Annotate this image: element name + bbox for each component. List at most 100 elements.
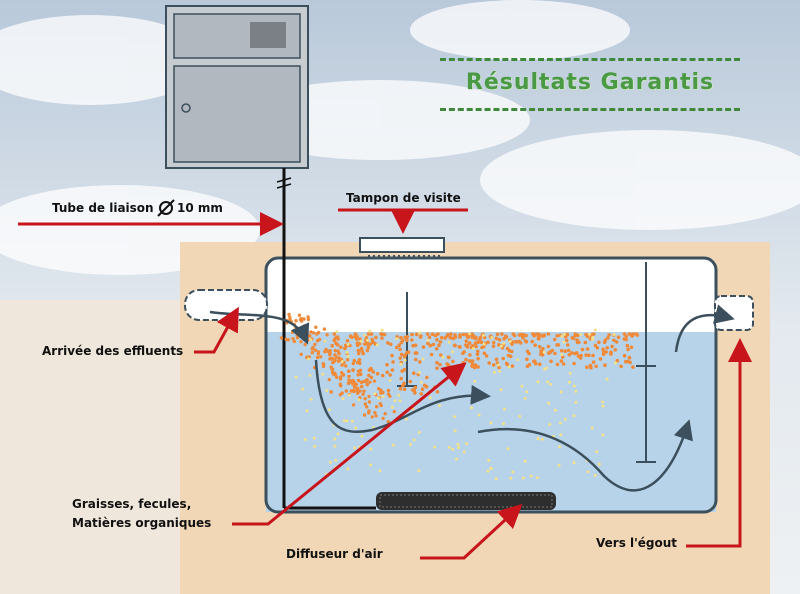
particle: [482, 344, 486, 349]
particles-grease-layer: [279, 312, 640, 424]
particle: [597, 462, 601, 466]
particle: [397, 343, 402, 348]
particle: [428, 343, 433, 348]
particle: [344, 364, 348, 368]
particle: [347, 393, 351, 397]
particle: [308, 373, 312, 377]
particle: [392, 409, 396, 414]
particle: [321, 372, 325, 376]
indicator-arrows: [18, 210, 752, 560]
particle: [339, 345, 343, 350]
particle: [327, 351, 332, 355]
particle: [518, 341, 523, 345]
particle: [434, 347, 439, 351]
particle: [447, 340, 451, 344]
control-box: [165, 5, 309, 169]
particle: [574, 400, 578, 404]
label-tube: Tube de liaison: [52, 201, 154, 215]
particle: [524, 333, 528, 338]
tank-air-space: [266, 258, 716, 338]
diameter-icon: [157, 199, 175, 217]
particle: [563, 349, 568, 354]
particle: [398, 399, 402, 403]
particle: [368, 342, 373, 346]
particle: [369, 332, 374, 336]
particle: [429, 352, 434, 357]
particle: [499, 344, 503, 348]
particle: [340, 360, 344, 364]
particle: [603, 363, 607, 368]
particle: [546, 332, 551, 336]
particle: [606, 336, 610, 340]
particle: [559, 348, 564, 353]
particle: [414, 332, 419, 337]
particle: [386, 341, 390, 345]
particle: [380, 373, 385, 378]
particle: [597, 340, 601, 345]
particle: [490, 336, 494, 339]
particle: [484, 354, 489, 358]
particle: [431, 342, 436, 347]
particle: [467, 359, 472, 363]
particle: [287, 312, 291, 317]
particle: [346, 342, 350, 346]
particle: [593, 343, 598, 348]
particle: [336, 349, 340, 353]
particle: [314, 325, 318, 329]
particle: [558, 421, 562, 425]
particle: [591, 353, 595, 358]
particle: [369, 447, 373, 451]
particle: [390, 353, 394, 358]
particle: [365, 348, 370, 353]
tampon-arrow: [338, 210, 468, 228]
particle: [315, 355, 320, 360]
particle: [437, 343, 441, 348]
particle: [491, 363, 496, 367]
particle: [537, 337, 541, 341]
particle: [588, 363, 593, 368]
particle: [572, 461, 576, 465]
particle: [365, 341, 370, 346]
particle: [284, 337, 288, 342]
particle: [312, 436, 316, 440]
particle: [353, 446, 357, 450]
particle: [351, 361, 355, 366]
particle: [301, 387, 304, 391]
particle: [511, 470, 515, 474]
particle: [626, 347, 630, 352]
particle: [336, 432, 340, 436]
particle: [503, 407, 507, 411]
particle: [345, 339, 350, 343]
particle: [615, 358, 620, 363]
outlet-pipe: [714, 295, 754, 331]
particle: [348, 334, 353, 339]
particle: [612, 338, 616, 343]
particle: [350, 379, 355, 383]
particle: [380, 332, 384, 336]
particle: [537, 345, 542, 349]
particle: [518, 414, 522, 418]
particle: [359, 384, 364, 389]
particle: [593, 328, 597, 332]
particle: [389, 342, 393, 347]
particle: [395, 337, 399, 341]
particle: [530, 339, 534, 344]
ground-fade: [0, 300, 180, 594]
particle: [346, 381, 351, 386]
particle: [334, 355, 338, 359]
particle: [369, 366, 373, 371]
particle: [448, 335, 453, 340]
particle: [319, 355, 323, 359]
particle: [503, 334, 508, 339]
particle: [506, 353, 511, 358]
particle: [324, 347, 328, 352]
particle: [510, 342, 514, 346]
particle: [548, 382, 552, 386]
particle: [603, 338, 608, 343]
particle: [426, 341, 430, 346]
particle: [583, 340, 588, 345]
particle: [566, 348, 571, 353]
particle: [563, 417, 567, 421]
particle: [413, 357, 418, 362]
particle: [369, 375, 374, 380]
